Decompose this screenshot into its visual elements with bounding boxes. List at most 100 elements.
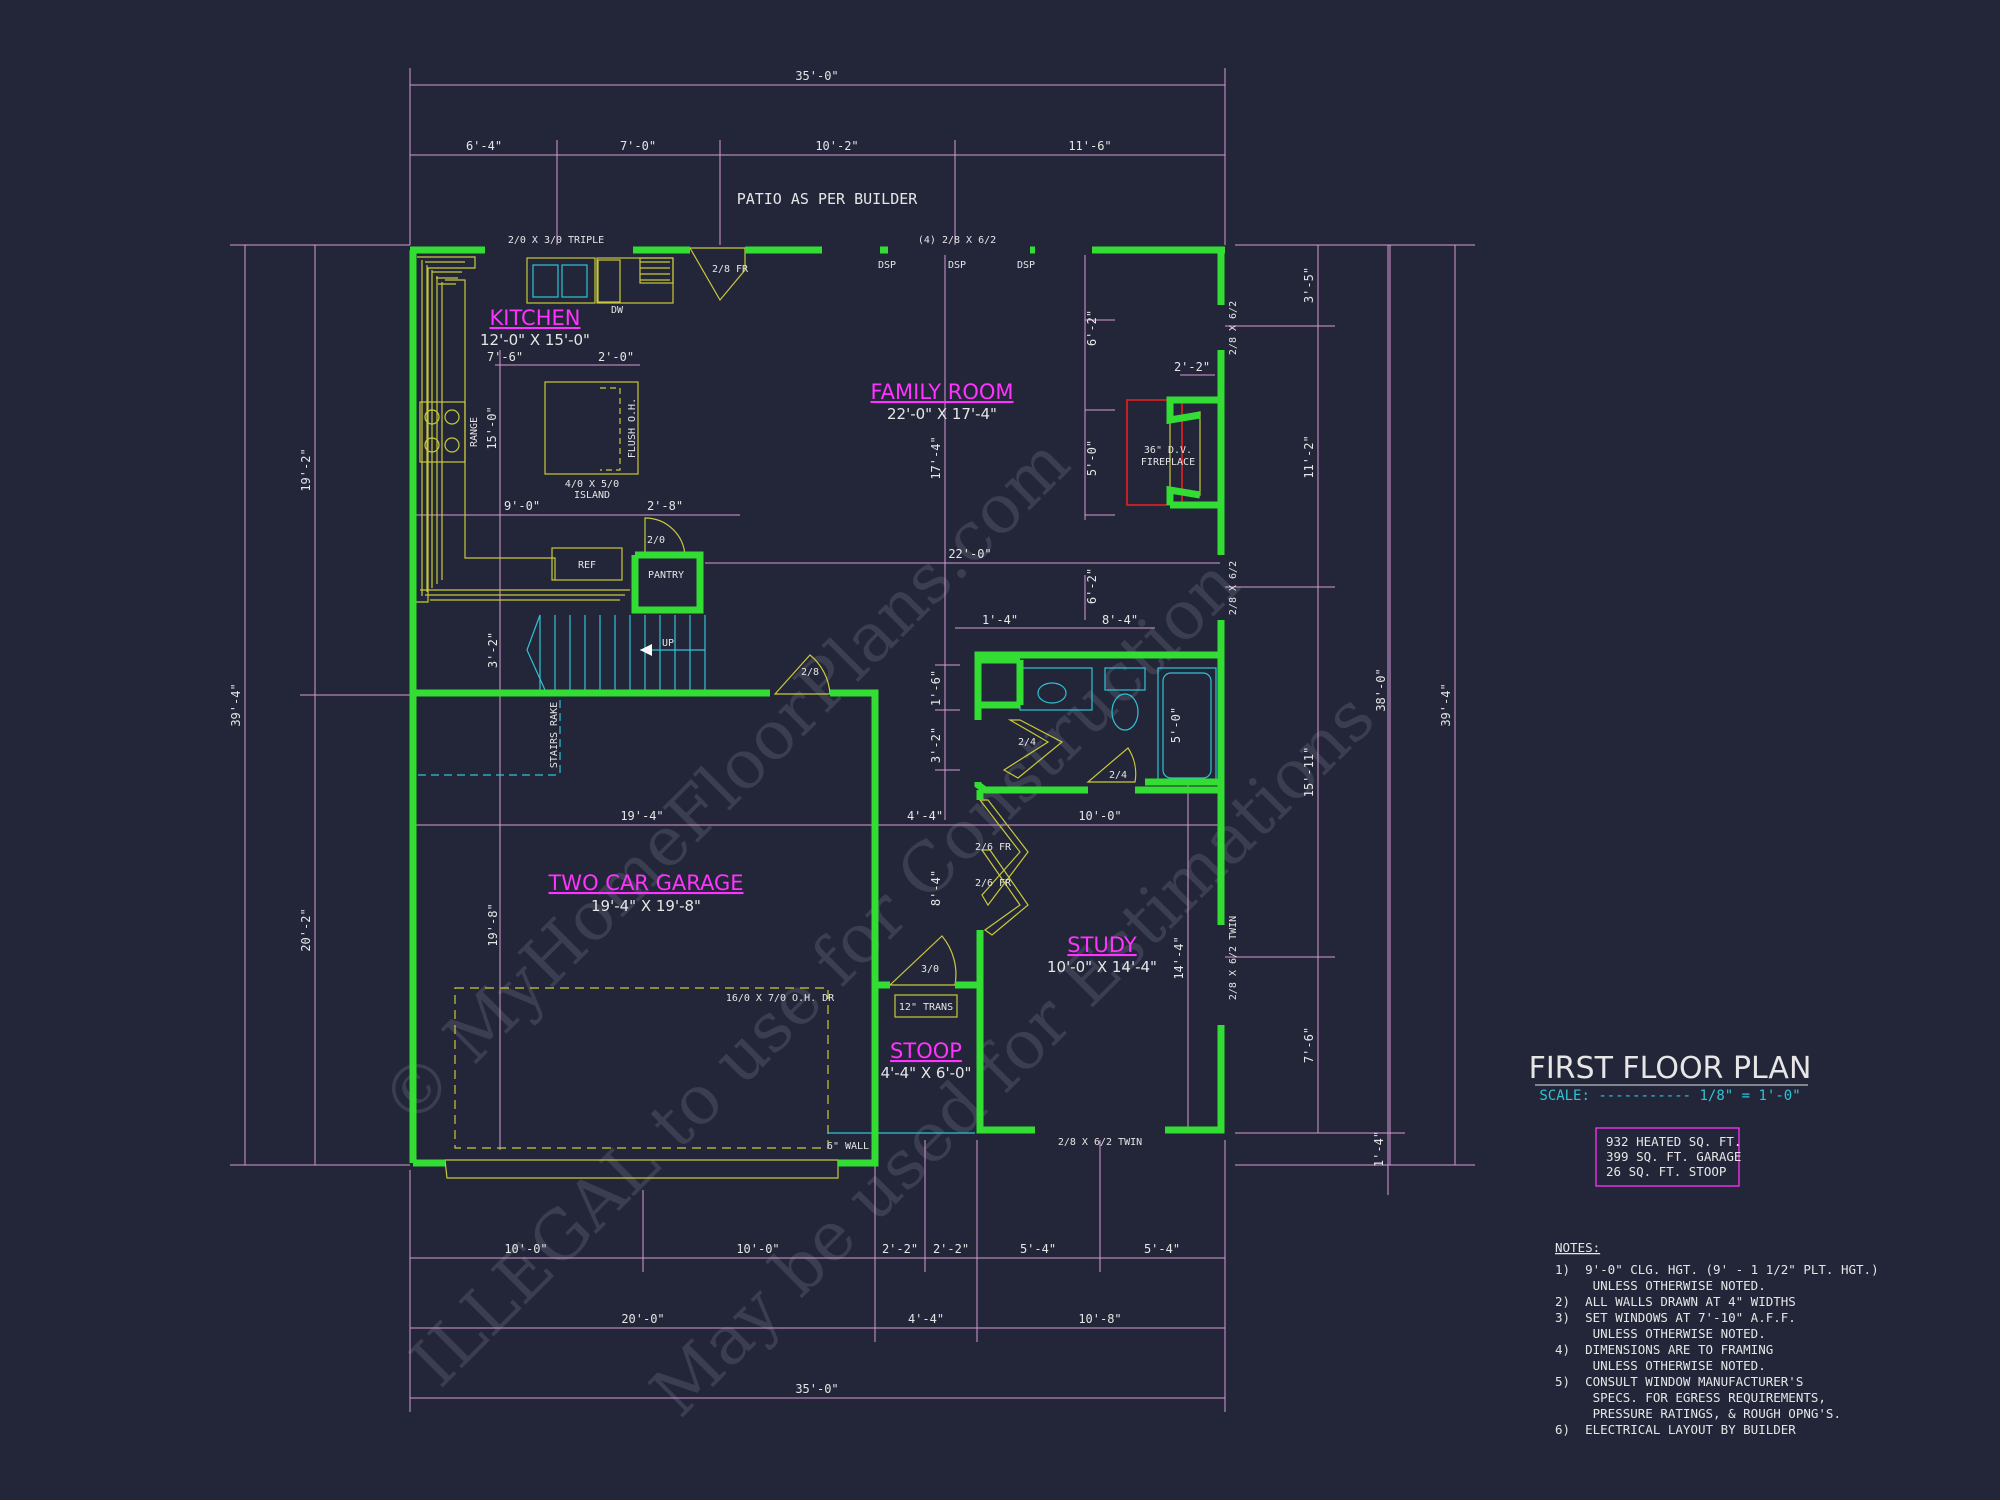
dim-family-174: 17'-4": [929, 436, 943, 479]
area-summary-box: [1595, 1127, 1740, 1187]
label-door-30: 3/0: [921, 964, 939, 975]
notes-block: NOTES: 1) 9'-0" CLG. HGT. (9' - 1 1/2" P…: [1555, 1240, 1879, 1437]
label-stairs-rake: STAIRS RAKE: [549, 702, 560, 768]
label-pantry: PANTRY: [648, 570, 684, 581]
room-family-size: 22'-0" X 17'-4": [887, 405, 997, 423]
area-garage: 399 SQ. FT. GARAGE: [1606, 1149, 1741, 1164]
dim-hall-32: 3'-2": [929, 727, 943, 763]
room-kitchen-size: 12'-0" X 15'-0": [480, 331, 590, 349]
label-door-24b: 2/4: [1109, 770, 1127, 781]
notes-heading: NOTES:: [1555, 1240, 1600, 1255]
dim-kitchen-76: 7'-6": [487, 350, 523, 364]
room-study-size: 10'-0" X 14'-4": [1047, 958, 1157, 976]
dim-family-62b: 6'-2": [1085, 568, 1099, 604]
label-door-26fr-b: 2/6 FR: [975, 878, 1012, 889]
dimension-texts: 35'-0" 6'-4" 7'-0" 10'-2" 11'-6" 10'-0" …: [229, 69, 1453, 1396]
patio-note: PATIO AS PER BUILDER: [737, 190, 919, 208]
dim-kitchen-150: 15'-0": [485, 406, 499, 449]
label-fireplace-2: FIREPLACE: [1141, 457, 1195, 468]
label-door-24a: 2/4: [1018, 737, 1036, 748]
dim-kitchen-20: 2'-0": [598, 350, 634, 364]
note-line-3: 2) ALL WALLS DRAWN AT 4" WIDTHS: [1555, 1294, 1796, 1309]
label-window-twin-bottom: 2/8 X 6/2 TWIN: [1058, 1137, 1142, 1148]
dim-right-2: 11'-2": [1302, 435, 1316, 478]
label-dsp-3: DSP: [1017, 260, 1035, 271]
note-line-4: 3) SET WINDOWS AT 7'-10" A.F.F.: [1555, 1310, 1796, 1325]
label-door-28: 2/8: [801, 667, 819, 678]
label-window-right-1: 2/8 X 6/2: [1228, 301, 1239, 355]
title-block: FIRST FLOOR PLAN SCALE: ----------- 1/8"…: [1529, 1051, 1812, 1187]
dim-bot-a4: 2'-2": [933, 1242, 969, 1256]
dimension-lines: [230, 68, 1475, 1412]
dim-left-lower: 20'-2": [299, 908, 313, 951]
label-door-26fr-a: 2/6 FR: [975, 842, 1012, 853]
dim-right-3: 15'-11": [1302, 747, 1316, 798]
dim-bot-b3: 10'-8": [1078, 1312, 1121, 1326]
dim-bot-b2: 4'-4": [908, 1312, 944, 1326]
dim-bot-total: 35'-0": [795, 1382, 838, 1396]
label-flush-oh: FLUSH O.H.: [627, 398, 638, 458]
note-line-6: 4) DIMENSIONS ARE TO FRAMING: [1555, 1342, 1773, 1357]
dim-garage-198: 19'-8": [486, 903, 500, 946]
dim-right-4: 7'-6": [1302, 1027, 1316, 1063]
dim-hall-16: 1'-6": [929, 670, 943, 706]
label-garage-door: 16/0 X 7/0 O.H. DR: [726, 993, 835, 1004]
dim-bot-b1: 20'-0": [621, 1312, 664, 1326]
dim-top-total: 35'-0": [795, 69, 838, 83]
area-stoop: 26 SQ. FT. STOOP: [1606, 1164, 1726, 1179]
label-island-size: 4/0 X 5/0: [565, 479, 619, 490]
label-window-right-2: 2/8 X 6/2: [1228, 561, 1239, 615]
label-window-triple: 2/0 X 3/0 TRIPLE: [508, 235, 604, 246]
dim-hall-84: 8'-4": [1102, 613, 1138, 627]
plan-title: FIRST FLOOR PLAN: [1529, 1051, 1812, 1086]
label-island: ISLAND: [574, 490, 610, 501]
dim-kitchen-90: 9'-0": [504, 499, 540, 513]
label-transom: 12" TRANS: [899, 1002, 953, 1013]
label-door-20: 2/0: [647, 535, 665, 546]
note-line-7: UNLESS OTHERWISE NOTED.: [1555, 1358, 1766, 1373]
room-garage-name: TWO CAR GARAGE: [547, 871, 743, 895]
dim-bot-a1: 10'-0": [504, 1242, 547, 1256]
dim-study-144: 14'-4": [1172, 936, 1186, 979]
label-up: UP: [662, 638, 674, 649]
area-heated: 932 HEATED SQ. FT.: [1606, 1134, 1741, 1149]
note-line-11: 6) ELECTRICAL LAYOUT BY BUILDER: [1555, 1422, 1796, 1437]
room-garage-size: 19'-4" X 19'-8": [591, 897, 701, 915]
room-stoop-name: STOOP: [890, 1039, 962, 1063]
dim-garage-44: 4'-4": [907, 809, 943, 823]
label-wall-6: 6" WALL: [827, 1141, 869, 1152]
fixtures: [410, 247, 1217, 1179]
label-window-quad: (4) 2/8 X 6/2: [918, 235, 996, 246]
label-range: RANGE: [469, 417, 480, 447]
label-door-fr: 2/8 FR: [712, 264, 749, 275]
note-line-10: PRESSURE RATINGS, & ROUGH OPNG'S.: [1555, 1406, 1841, 1421]
dim-bot-a6: 5'-4": [1144, 1242, 1180, 1256]
dim-right-total: 39'-4": [1439, 683, 1453, 726]
dim-bot-a5: 5'-4": [1020, 1242, 1056, 1256]
dim-right-5: 1'-4": [1372, 1131, 1386, 1167]
room-stoop-size: 4'-4" X 6'-0": [881, 1064, 972, 1082]
dim-top-2: 7'-0": [620, 139, 656, 153]
note-line-2: UNLESS OTHERWISE NOTED.: [1555, 1278, 1766, 1293]
dim-family-62a: 6'-2": [1085, 310, 1099, 346]
dim-top-4: 11'-6": [1068, 139, 1111, 153]
dim-study-100: 10'-0": [1078, 809, 1121, 823]
note-line-5: UNLESS OTHERWISE NOTED.: [1555, 1326, 1766, 1341]
dim-top-1: 6'-4": [466, 139, 502, 153]
label-fireplace-1: 36" D.V.: [1144, 445, 1192, 456]
label-dsp-1: DSP: [878, 260, 896, 271]
label-ref: REF: [578, 560, 596, 571]
room-study-name: STUDY: [1067, 933, 1137, 957]
plan-scale: SCALE: ----------- 1/8" = 1'-0": [1539, 1088, 1800, 1104]
note-line-9: SPECS. FOR EGRESS REQUIREMENTS,: [1555, 1390, 1826, 1405]
dim-family-22: 2'-2": [1174, 360, 1210, 374]
dim-left-upper: 19'-2": [299, 448, 313, 491]
label-dsp-2: DSP: [948, 260, 966, 271]
note-line-1: 1) 9'-0" CLG. HGT. (9' - 1 1/2" PLT. HGT…: [1555, 1262, 1879, 1277]
dim-stair-32: 3'-2": [486, 632, 500, 668]
dim-bath-50: 5'-0": [1169, 707, 1183, 743]
room-kitchen-name: KITCHEN: [490, 306, 581, 330]
dim-left-total: 39'-4": [229, 683, 243, 726]
room-labels: KITCHEN 12'-0" X 15'-0" FAMILY ROOM 22'-…: [480, 306, 1157, 1082]
